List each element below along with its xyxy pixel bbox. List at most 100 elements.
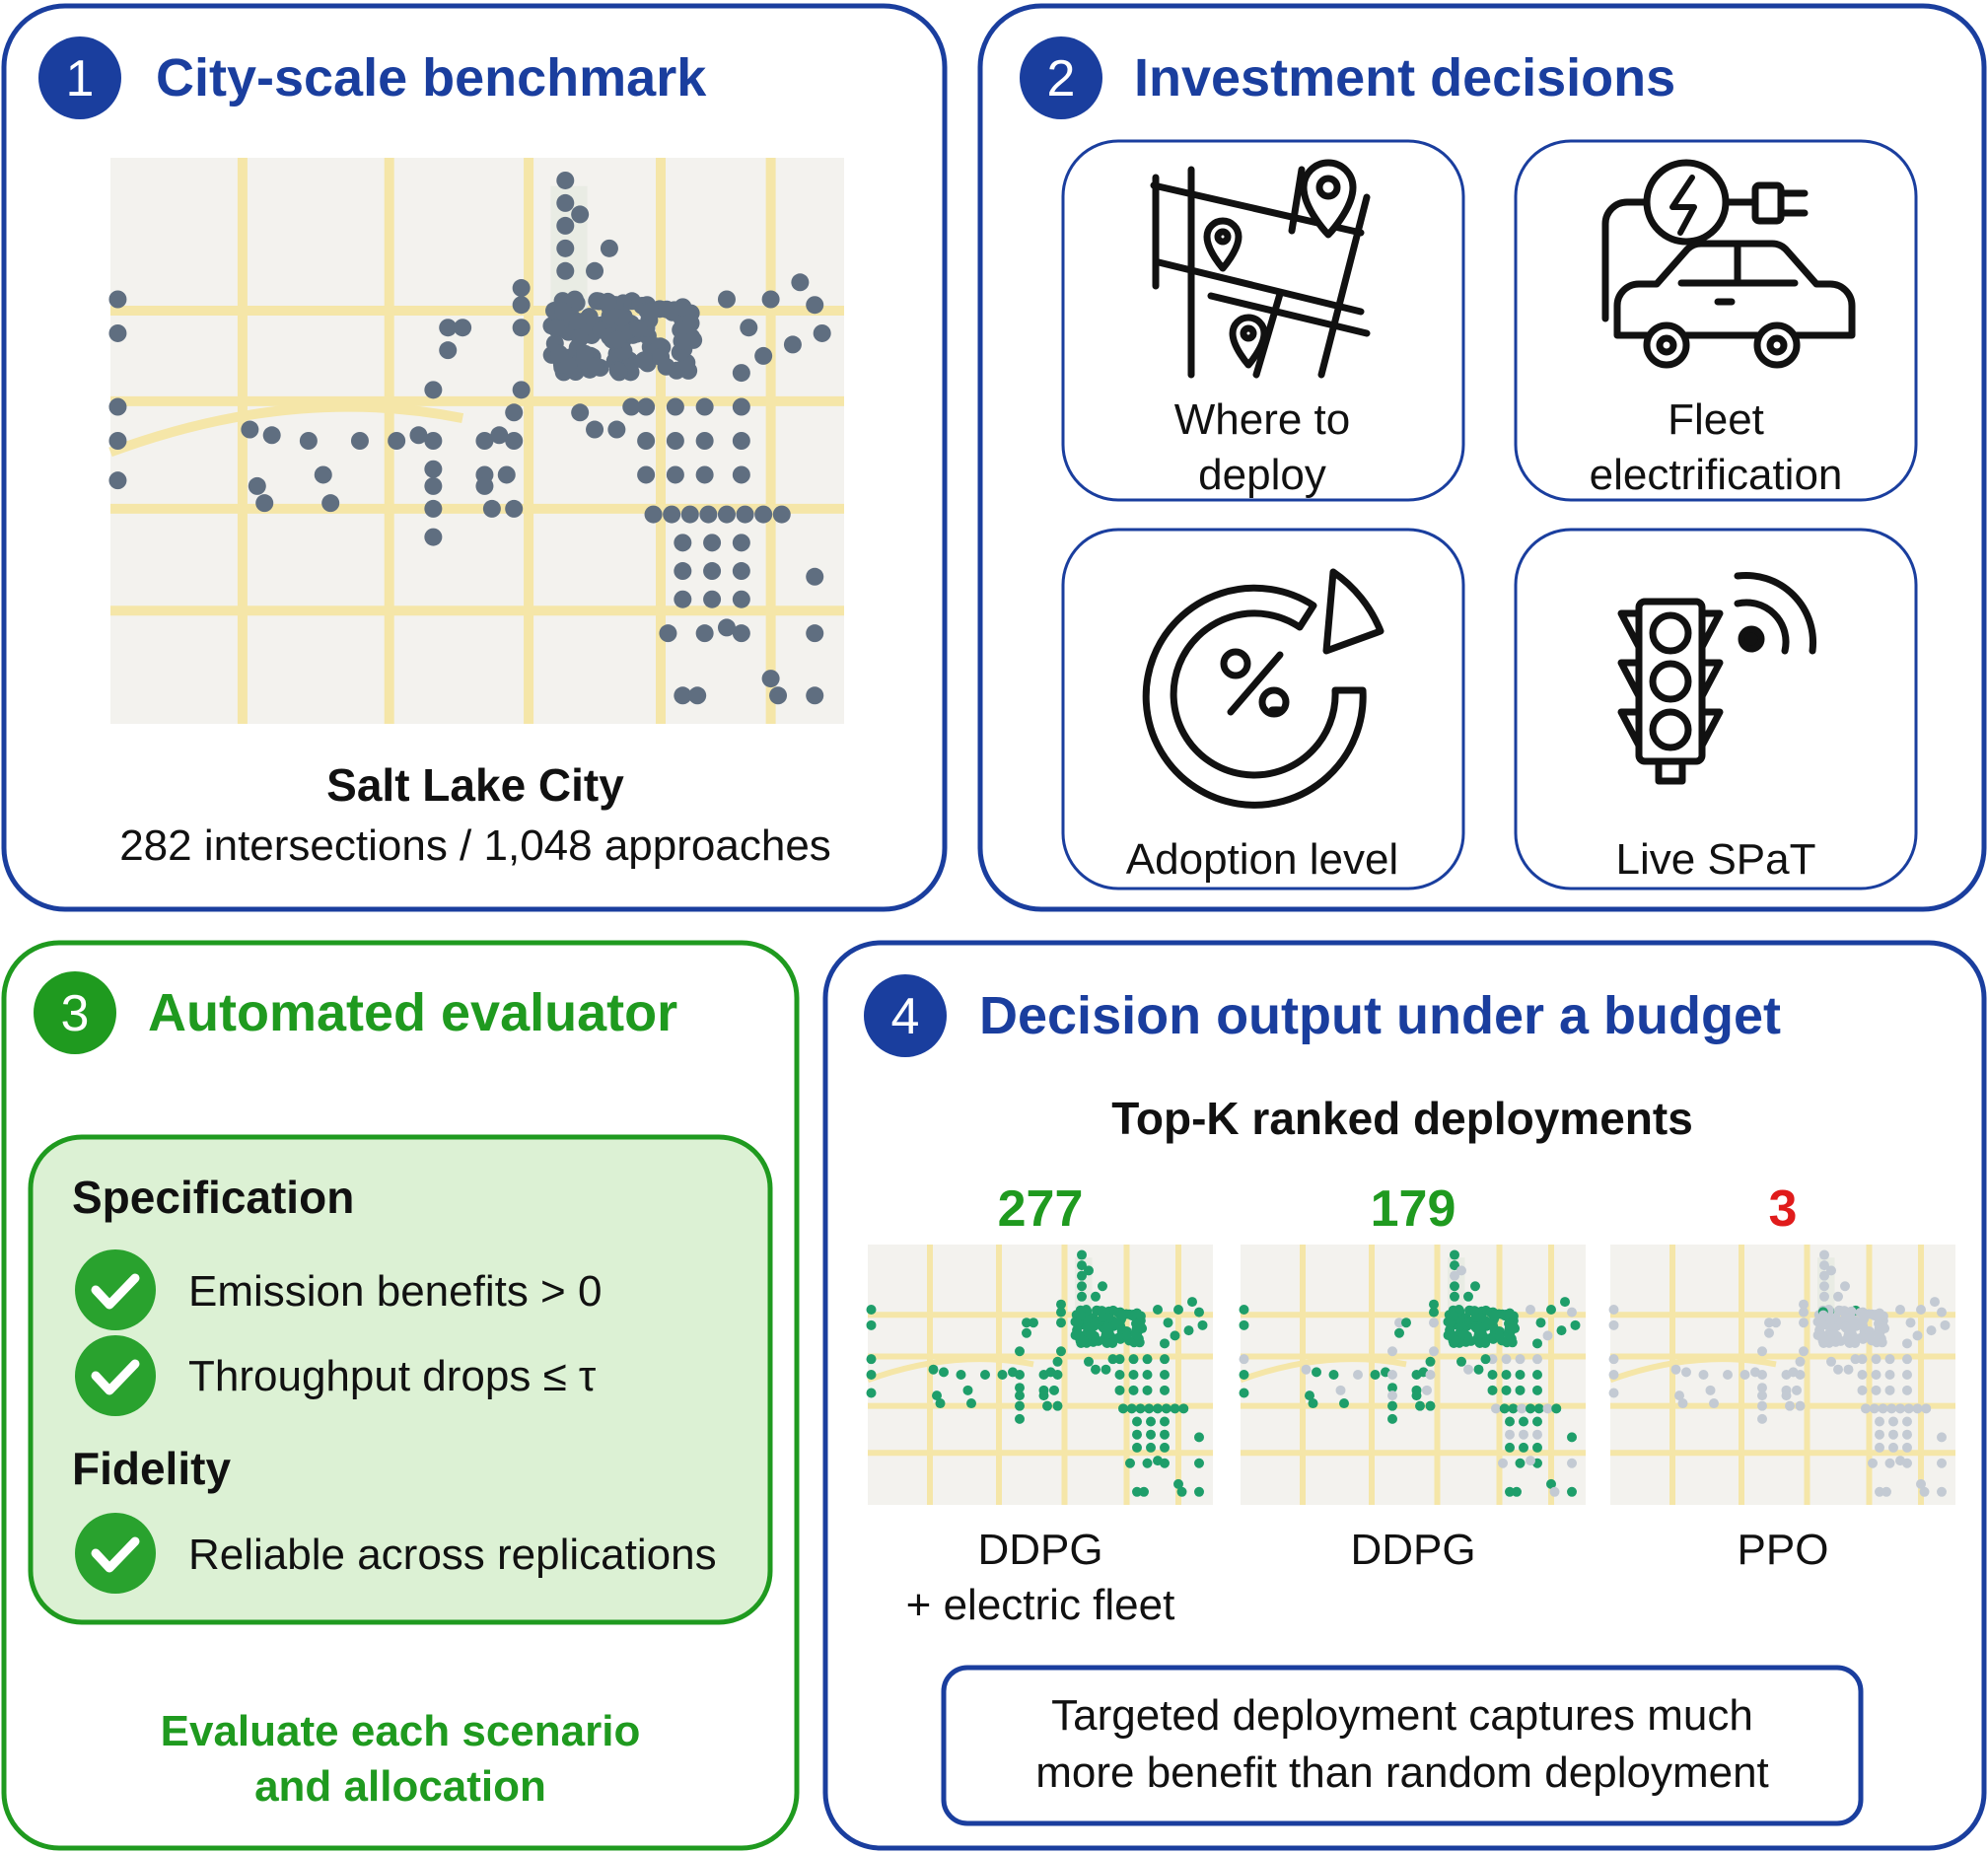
intersection-dot	[512, 296, 531, 315]
map-pin-icon	[1150, 159, 1371, 379]
intersection-dot	[1425, 1370, 1436, 1380]
intersection-dot	[1163, 1318, 1173, 1328]
intersection-dot	[1056, 1299, 1066, 1310]
intersection-dot	[546, 319, 565, 337]
intersection-dot	[1861, 1403, 1871, 1414]
intersection-dot	[1785, 1400, 1795, 1411]
intersection-dot	[666, 432, 684, 450]
intersection-dot	[769, 686, 788, 705]
intersection-dot	[1819, 1291, 1829, 1302]
intersection-dot	[1875, 1486, 1884, 1497]
card-1-line2: deploy	[1198, 451, 1326, 499]
intersection-dot	[1456, 1356, 1466, 1367]
intersection-dot	[1608, 1354, 1619, 1365]
intersection-dot	[1176, 1486, 1187, 1497]
step-badge-3	[34, 971, 116, 1054]
intersection-dot	[1795, 1370, 1806, 1380]
intersection-dot	[1757, 1390, 1767, 1401]
intersection-dot	[1819, 1270, 1829, 1281]
intersection-dot	[1450, 1281, 1459, 1292]
intersection-dot	[1470, 1281, 1480, 1292]
intersection-dot	[439, 319, 458, 337]
intersection-dot	[1494, 1330, 1505, 1341]
intersection-dot	[1110, 1318, 1121, 1328]
intersection-dot	[1840, 1281, 1850, 1292]
intersection-dot	[1567, 1307, 1577, 1318]
intersection-dot	[1709, 1398, 1719, 1409]
intersection-dot	[1487, 1370, 1498, 1380]
intersection-dot	[1859, 1310, 1870, 1320]
intersection-dot	[1132, 1429, 1142, 1440]
intersection-dot	[1160, 1338, 1170, 1349]
intersection-dot	[1353, 1370, 1363, 1380]
intersection-dot	[505, 403, 524, 422]
intersection-dot	[1473, 1364, 1484, 1375]
intersection-dot	[1608, 1370, 1619, 1380]
intersection-dot	[1118, 1403, 1128, 1414]
intersection-dot	[1022, 1318, 1031, 1328]
intersection-dot	[699, 505, 718, 524]
intersection-dot	[1757, 1370, 1767, 1380]
intersection-dot	[439, 341, 458, 360]
intersection-dot	[1463, 1291, 1473, 1302]
intersection-dot	[1077, 1270, 1087, 1281]
intersection-dot	[424, 528, 443, 546]
intersection-dot	[1869, 1403, 1880, 1414]
intersection-dot	[1871, 1354, 1882, 1365]
deployment-count: 179	[1371, 1180, 1456, 1238]
intersection-dot	[1532, 1385, 1542, 1395]
intersection-dot	[1098, 1281, 1107, 1292]
intersection-dot	[512, 319, 531, 337]
intersection-dot	[666, 397, 684, 416]
intersection-dot	[1677, 1398, 1688, 1409]
intersection-dot	[1937, 1486, 1947, 1497]
check-mark-icon	[91, 1536, 140, 1573]
evaluator-footer-line1: Evaluate each scenario	[161, 1707, 641, 1755]
intersection-dot	[1888, 1416, 1898, 1427]
intersection-dot	[634, 351, 653, 370]
intersection-dot	[783, 335, 802, 354]
card-2-border	[1514, 139, 1918, 502]
intersection-dot	[1429, 1307, 1439, 1318]
intersection-dot	[1239, 1319, 1249, 1330]
intersection-dot	[629, 320, 648, 338]
intersection-dot	[1519, 1416, 1528, 1427]
intersection-dot	[1160, 1429, 1170, 1440]
intersection-dot	[1819, 1249, 1829, 1260]
intersection-dot	[571, 205, 590, 224]
intersection-dot	[1328, 1370, 1339, 1380]
intersection-dot	[554, 302, 573, 321]
intersection-dot	[1799, 1307, 1809, 1318]
intersection-dot	[1100, 1364, 1111, 1375]
intersection-dot	[1874, 1323, 1884, 1334]
intersection-dot	[1370, 1370, 1381, 1380]
intersection-dot	[1819, 1260, 1829, 1271]
intersection-dot	[732, 397, 750, 416]
intersection-dot	[1056, 1318, 1066, 1328]
intersection-dot	[1517, 1403, 1527, 1414]
intersection-dot	[717, 290, 736, 309]
intersection-dot	[1937, 1432, 1947, 1443]
intersection-dot	[512, 279, 531, 298]
intersection-dot	[1450, 1270, 1459, 1281]
mini-map-dots	[1239, 1249, 1581, 1497]
intersection-dot	[571, 403, 590, 422]
intersection-dot	[622, 397, 641, 416]
intersection-dot	[1114, 1385, 1125, 1395]
intersection-dot	[1116, 1310, 1127, 1320]
intersection-dot	[1114, 1370, 1125, 1380]
intersection-dot	[599, 292, 617, 311]
panel-automated-evaluator: 3 Automated evaluator Specification Emis…	[1, 940, 800, 1851]
intersection-dot	[299, 432, 318, 450]
intersection-dot	[1197, 1319, 1208, 1330]
check-text: Emission benefits > 0	[188, 1267, 602, 1316]
intersection-dot	[1144, 1403, 1155, 1414]
intersection-dot	[1505, 1442, 1515, 1453]
intersection-dot	[1450, 1260, 1459, 1271]
criteria-box	[28, 1134, 773, 1625]
intersection-dot	[1132, 1416, 1142, 1427]
intersection-dot	[1091, 1335, 1101, 1346]
intersection-dot	[1499, 1403, 1510, 1414]
intersection-dot	[576, 344, 595, 363]
